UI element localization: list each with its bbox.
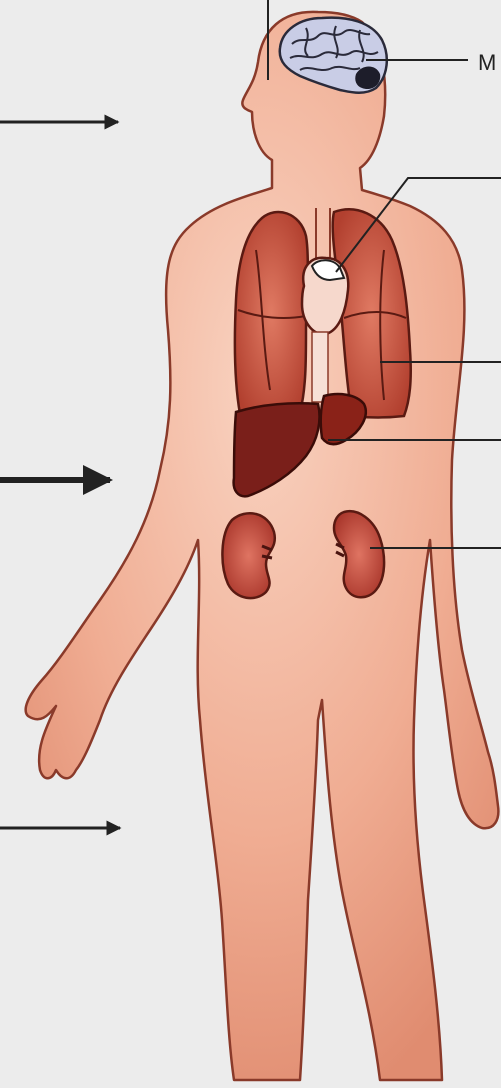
brain-label: M <box>478 50 496 75</box>
esophagus <box>312 332 328 402</box>
